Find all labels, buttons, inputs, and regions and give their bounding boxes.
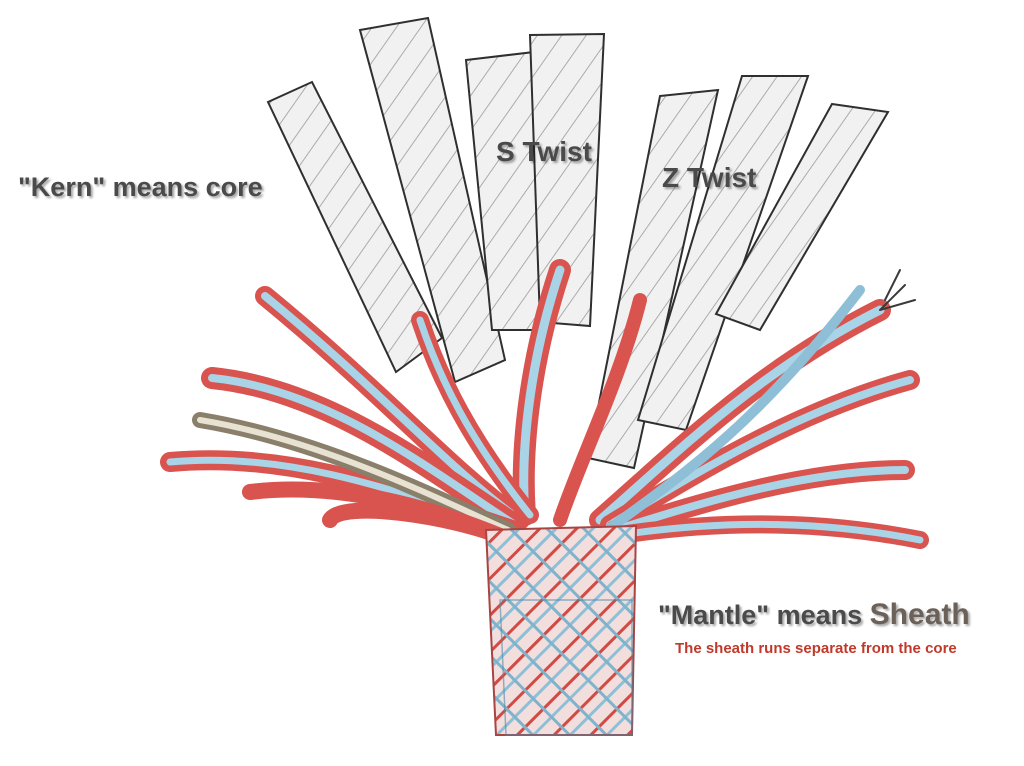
core-strands [266,16,890,470]
core-strand [358,16,507,384]
core-strand [266,80,444,374]
sheath-fiber [605,285,865,533]
mantle-label: "Mantle" means Sheath [658,598,970,632]
sheath-fiber [595,305,885,525]
sheath-note: The sheath runs separate from the core [675,640,957,657]
core-strand [714,102,890,332]
core-strand [528,32,606,328]
sheath-body [484,524,638,736]
sheath-fiber [208,374,519,529]
sheath-fiber [322,502,513,546]
sheath-fiber [879,269,916,311]
mantle-label-prefix: "Mantle" means [658,600,870,630]
z-twist-label: Z Twist [662,162,757,193]
sheath-fiber [519,265,565,520]
s-twist-label: S Twist [496,136,592,167]
kern-label: "Kern" means core [18,172,263,202]
sheath-fibers [160,259,929,549]
sheath-fiber [616,520,924,544]
sheath-fiber [197,417,511,533]
mantle-label-sheath: Sheath [869,598,970,631]
sheath-fiber [553,293,647,527]
sheath-fiber [416,316,534,519]
sheath-fiber [611,466,909,534]
